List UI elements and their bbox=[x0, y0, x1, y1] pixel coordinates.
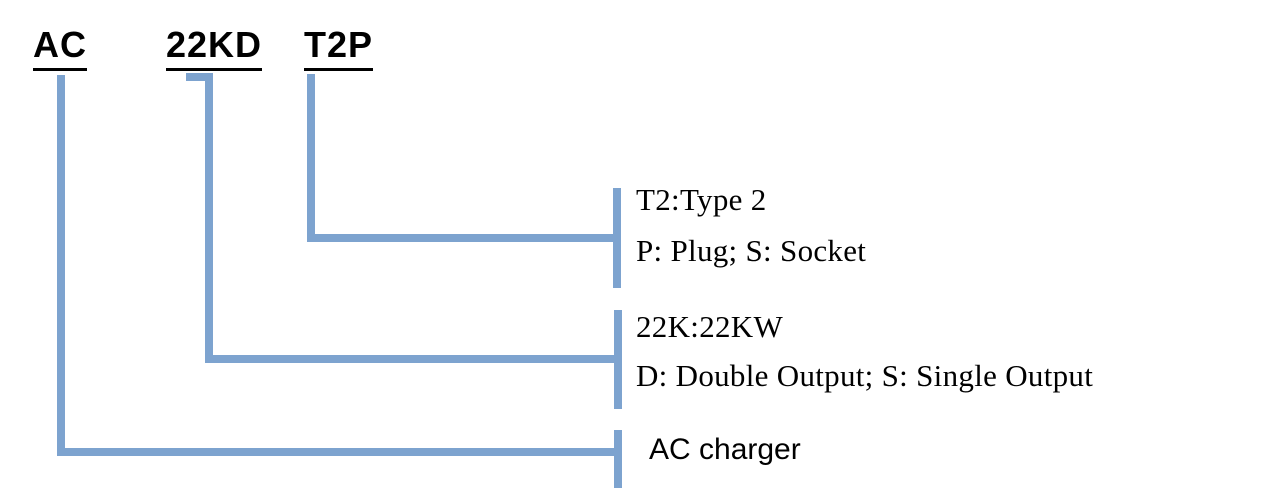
connector-ac-tick bbox=[614, 430, 622, 488]
connector-t2p-vertical bbox=[307, 74, 315, 242]
connector-22kd-vertical bbox=[205, 73, 213, 363]
callout-ac-line-1: AC charger bbox=[649, 433, 801, 466]
code-segment-22kd: 22KD bbox=[166, 27, 263, 71]
code-segment-ac: AC bbox=[33, 27, 87, 71]
connector-22kd-stub bbox=[186, 73, 213, 81]
code-segment-t2p: T2P bbox=[304, 27, 374, 71]
connector-ac-horizontal bbox=[57, 448, 614, 456]
callout-22kd-line-2: D: Double Output; S: Single Output bbox=[636, 358, 1094, 393]
connector-t2p-tick bbox=[613, 188, 621, 288]
callout-22kd-line-1: 22K:22KW bbox=[636, 309, 784, 344]
connector-ac-vertical bbox=[57, 75, 65, 456]
callout-t2p-line-2: P: Plug; S: Socket bbox=[636, 233, 867, 268]
callout-t2p-line-1: T2:Type 2 bbox=[636, 182, 767, 217]
connector-22kd-tick bbox=[614, 310, 622, 409]
connector-t2p-horizontal bbox=[307, 234, 614, 242]
connector-22kd-horizontal bbox=[205, 355, 614, 363]
